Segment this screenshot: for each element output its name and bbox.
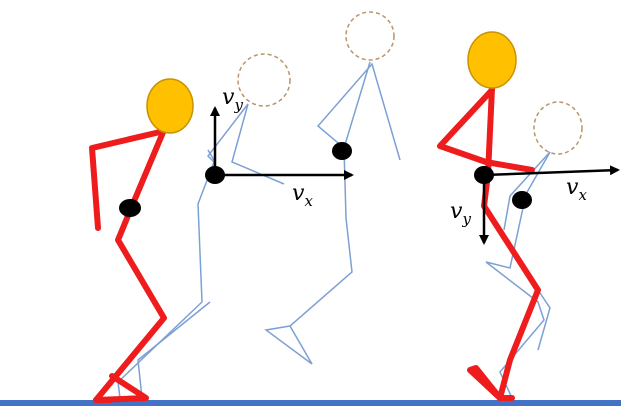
head-2 — [467, 31, 517, 89]
red-figure-takeoff — [89, 127, 167, 403]
dashed-head-3 — [533, 101, 583, 155]
blue-figure-takeoff — [117, 103, 285, 399]
blue-figure-landing — [485, 151, 551, 399]
center-of-mass-4 — [512, 191, 532, 209]
center-of-mass-2 — [332, 142, 352, 160]
takeoff-vy-label: vy — [222, 85, 243, 114]
takeoff-vx-label: vx — [292, 181, 313, 210]
head-1 — [146, 78, 194, 134]
blue-figure-flight — [264, 61, 401, 365]
dashed-head-2 — [345, 11, 395, 61]
dashed-head-1 — [237, 53, 291, 107]
landing-vx-label: vx — [566, 175, 587, 204]
landing-vx-arrow — [483, 165, 620, 177]
landing-vy-label: vy — [450, 199, 471, 228]
red-figure-landing — [437, 85, 541, 401]
center-of-mass-1 — [119, 199, 141, 217]
